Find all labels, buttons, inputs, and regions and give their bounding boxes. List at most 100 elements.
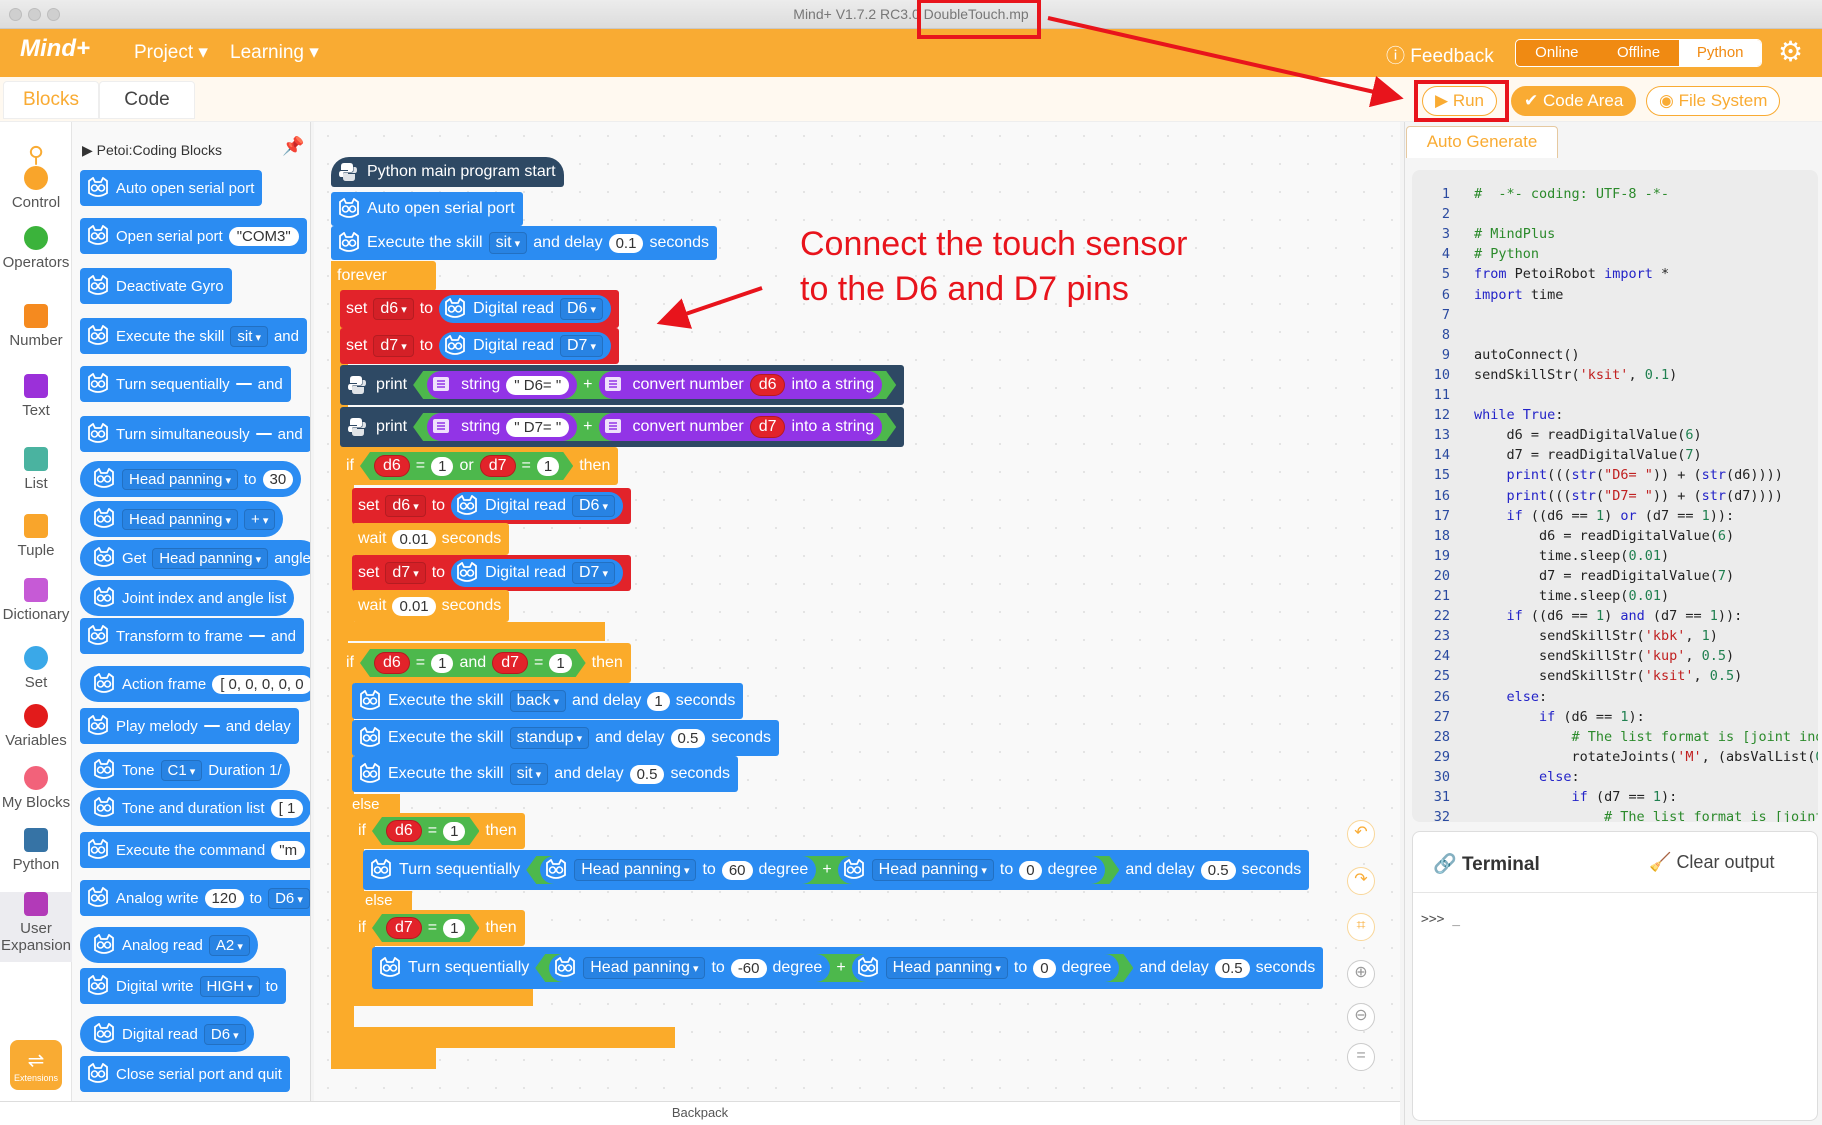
dropdown[interactable]: Head panning — [122, 468, 238, 490]
number-input[interactable]: 0.1 — [608, 233, 644, 253]
number-input[interactable]: 0.01 — [392, 596, 436, 616]
palette-block[interactable]: Execute the command"m — [80, 832, 310, 868]
dropdown[interactable]: d7 — [373, 335, 414, 357]
number-input[interactable]: 0.01 — [392, 529, 436, 549]
number-input[interactable]: -60 — [731, 959, 767, 978]
string-input[interactable]: "m — [271, 840, 306, 860]
number-input[interactable]: 0 — [1033, 959, 1055, 978]
category-number[interactable]: Number — [0, 304, 72, 349]
menu-learning[interactable]: Learning ▾ — [230, 42, 319, 63]
number-input[interactable]: 1 — [431, 654, 453, 673]
category-user-expansion[interactable]: User Expansion — [0, 892, 72, 962]
dropdown[interactable]: D7 — [572, 562, 616, 584]
string-input[interactable]: " D7= " — [506, 418, 569, 437]
palette-block[interactable]: Tone and duration list[ 1 — [80, 790, 310, 826]
variable-reporter[interactable]: d7 — [492, 652, 528, 674]
settings-gear-icon[interactable]: ⚙ — [1778, 36, 1804, 67]
variable-reporter[interactable]: d6 — [374, 652, 410, 674]
palette-block[interactable]: Execute the skillsitand — [80, 318, 307, 354]
dropdown[interactable]: D6 — [268, 887, 310, 909]
dropdown[interactable]: d6 — [373, 298, 414, 320]
dropdown[interactable]: D7 — [560, 335, 604, 357]
menu-project[interactable]: Project ▾ — [134, 42, 208, 63]
tab-blocks[interactable]: Blocks — [3, 81, 99, 119]
palette-block[interactable]: Joint index and angle list — [80, 580, 295, 616]
dropdown[interactable]: A2 — [208, 934, 250, 956]
crop-icon[interactable]: ⌗ — [1347, 913, 1375, 941]
reporter-block[interactable]: string" D6= " — [427, 371, 577, 399]
dropdown[interactable]: Head panning — [152, 547, 269, 569]
string-input[interactable] — [203, 725, 220, 727]
mode-python[interactable]: Python — [1679, 40, 1761, 66]
dropdown[interactable]: + — [244, 508, 276, 530]
dropdown[interactable]: sit — [230, 325, 268, 347]
category-control[interactable]: Control — [0, 166, 72, 211]
workspace-block[interactable]: Execute the skillstandupand delay0.5seco… — [352, 720, 779, 756]
workspace-block[interactable]: Python main program start — [331, 157, 564, 187]
palette-block[interactable]: Head panningto30 — [80, 461, 302, 497]
string-input[interactable]: [ 1 — [270, 798, 304, 818]
palette-block[interactable]: Play melody and delay — [80, 708, 299, 744]
pin-icon[interactable]: 📌 — [282, 136, 305, 156]
string-input[interactable]: " D6= " — [506, 376, 569, 395]
dropdown[interactable]: Head panning — [886, 957, 1008, 979]
run-button[interactable]: ▶ Run — [1422, 86, 1497, 116]
category-list[interactable]: List — [0, 447, 72, 492]
undo-button[interactable]: ↶ — [1347, 820, 1375, 848]
category-set[interactable]: Set — [0, 646, 72, 691]
terminal-prompt[interactable]: >>> _ — [1421, 912, 1461, 927]
forever-block[interactable]: forever — [331, 261, 436, 291]
reporter-block[interactable]: Head panningto0degree — [852, 954, 1120, 982]
palette-block[interactable]: Turn simultaneously and — [80, 416, 310, 452]
palette-block[interactable]: Transform to frame and — [80, 618, 305, 654]
zoom-in-button[interactable]: ⊕ — [1347, 960, 1375, 988]
number-input[interactable]: 0.5 — [670, 728, 706, 748]
category-dictionary[interactable]: Dictionary — [0, 578, 72, 623]
palette-block[interactable]: Open serial port"COM3" — [80, 218, 307, 254]
number-input[interactable]: 0.5 — [1200, 860, 1236, 880]
close-window-button[interactable] — [9, 8, 22, 21]
category-my-blocks[interactable]: My Blocks — [0, 766, 72, 811]
string-input[interactable]: [ 0, 0, 0, 0, 0 — [212, 674, 310, 694]
dropdown[interactable]: sit — [509, 763, 549, 785]
dropdown[interactable]: d6 — [385, 495, 426, 517]
mode-offline[interactable]: Offline — [1616, 44, 1661, 61]
number-input[interactable]: 0.5 — [629, 764, 665, 784]
dropdown[interactable]: D6 — [560, 298, 604, 320]
variable-reporter[interactable]: d6 — [374, 455, 410, 477]
tab-code[interactable]: Code — [99, 81, 195, 119]
maximize-window-button[interactable] — [47, 8, 60, 21]
category-text[interactable]: Text — [0, 374, 72, 419]
string-input[interactable]: "COM3" — [228, 226, 299, 246]
dropdown[interactable]: Head panning — [574, 859, 696, 881]
palette-block[interactable]: Turn sequentially and — [80, 366, 291, 402]
code-area-button[interactable]: ✔ Code Area — [1511, 86, 1637, 116]
reporter-block[interactable]: Head panningto0degree — [838, 856, 1106, 884]
number-input[interactable]: 1 — [537, 457, 559, 476]
palette-block[interactable]: Deactivate Gyro — [80, 268, 232, 304]
number-input[interactable]: 1 — [443, 919, 465, 938]
category-operators[interactable]: Operators — [0, 226, 72, 271]
number-input[interactable]: 30 — [262, 469, 294, 489]
